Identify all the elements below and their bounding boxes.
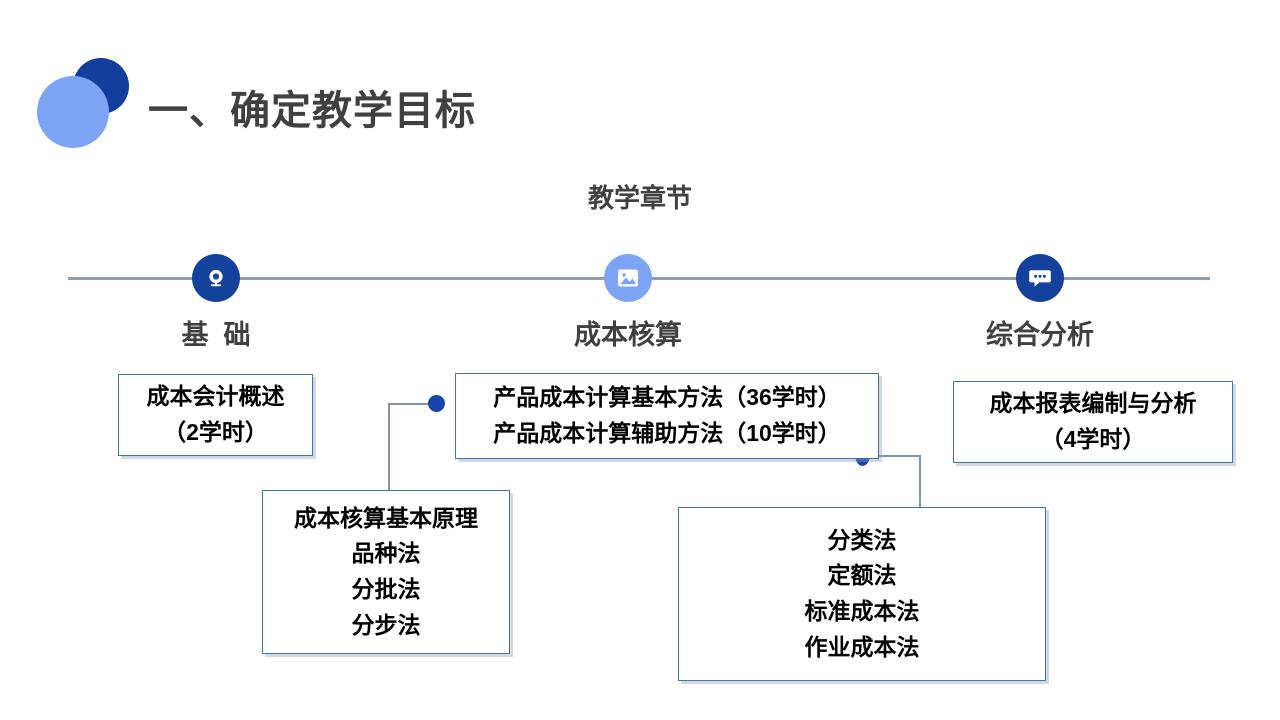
box-report-line-1: 成本报表编制与分析 xyxy=(989,390,1197,417)
timeline-node-basics[interactable] xyxy=(192,254,240,302)
box-advanced[interactable]: 分类法 定额法 标准成本法 作业成本法 xyxy=(678,507,1046,681)
connector-right-horizontal xyxy=(864,455,920,457)
decorative-circle-light xyxy=(37,76,109,148)
box-report-line-2: （4学时） xyxy=(1040,426,1146,452)
timeline-label-basics: 基 础 xyxy=(181,320,251,350)
box-principles-line-2: 品种法 xyxy=(351,540,421,567)
connector-left-dot xyxy=(428,395,445,412)
timeline-node-analysis[interactable] xyxy=(1016,254,1064,302)
box-principles-line-4: 分步法 xyxy=(351,611,421,638)
box-cost-methods-line-1: 产品成本计算基本方法（36学时） xyxy=(493,384,841,411)
box-report[interactable]: 成本报表编制与分析 （4学时） xyxy=(953,381,1233,463)
box-advanced-line-1: 分类法 xyxy=(827,526,897,553)
section-heading: 教学章节 xyxy=(587,183,692,213)
box-advanced-line-4: 作业成本法 xyxy=(804,633,920,660)
connector-left-vertical xyxy=(388,403,390,491)
box-advanced-line-3: 标准成本法 xyxy=(804,598,920,624)
box-cost-methods[interactable]: 产品成本计算基本方法（36学时） 产品成本计算辅助方法（10学时） xyxy=(455,373,879,459)
page-title: 一、确定教学目标 xyxy=(148,89,476,133)
timeline-label-analysis: 综合分析 xyxy=(986,320,1094,350)
connector-right-vertical xyxy=(919,455,921,507)
box-principles-line-3: 分批法 xyxy=(351,576,421,602)
box-basics-line-1: 成本会计概述 xyxy=(146,383,285,410)
comment-icon xyxy=(1028,267,1052,289)
timeline-label-cost-accounting: 成本核算 xyxy=(574,320,682,350)
box-principles[interactable]: 成本核算基本原理 品种法 分批法 分步法 xyxy=(262,490,510,654)
webcam-icon xyxy=(204,266,228,290)
connector-left-horizontal xyxy=(388,403,438,405)
box-advanced-line-2: 定额法 xyxy=(827,562,897,589)
image-icon xyxy=(616,267,640,289)
timeline-node-cost-accounting[interactable] xyxy=(604,254,652,302)
box-basics-line-2: （2学时） xyxy=(163,419,268,445)
title-block: 一、确定教学目标 xyxy=(0,0,1280,160)
box-cost-methods-line-2: 产品成本计算辅助方法（10学时） xyxy=(493,420,841,446)
box-principles-line-1: 成本核算基本原理 xyxy=(294,504,478,531)
box-basics[interactable]: 成本会计概述 （2学时） xyxy=(118,374,313,456)
